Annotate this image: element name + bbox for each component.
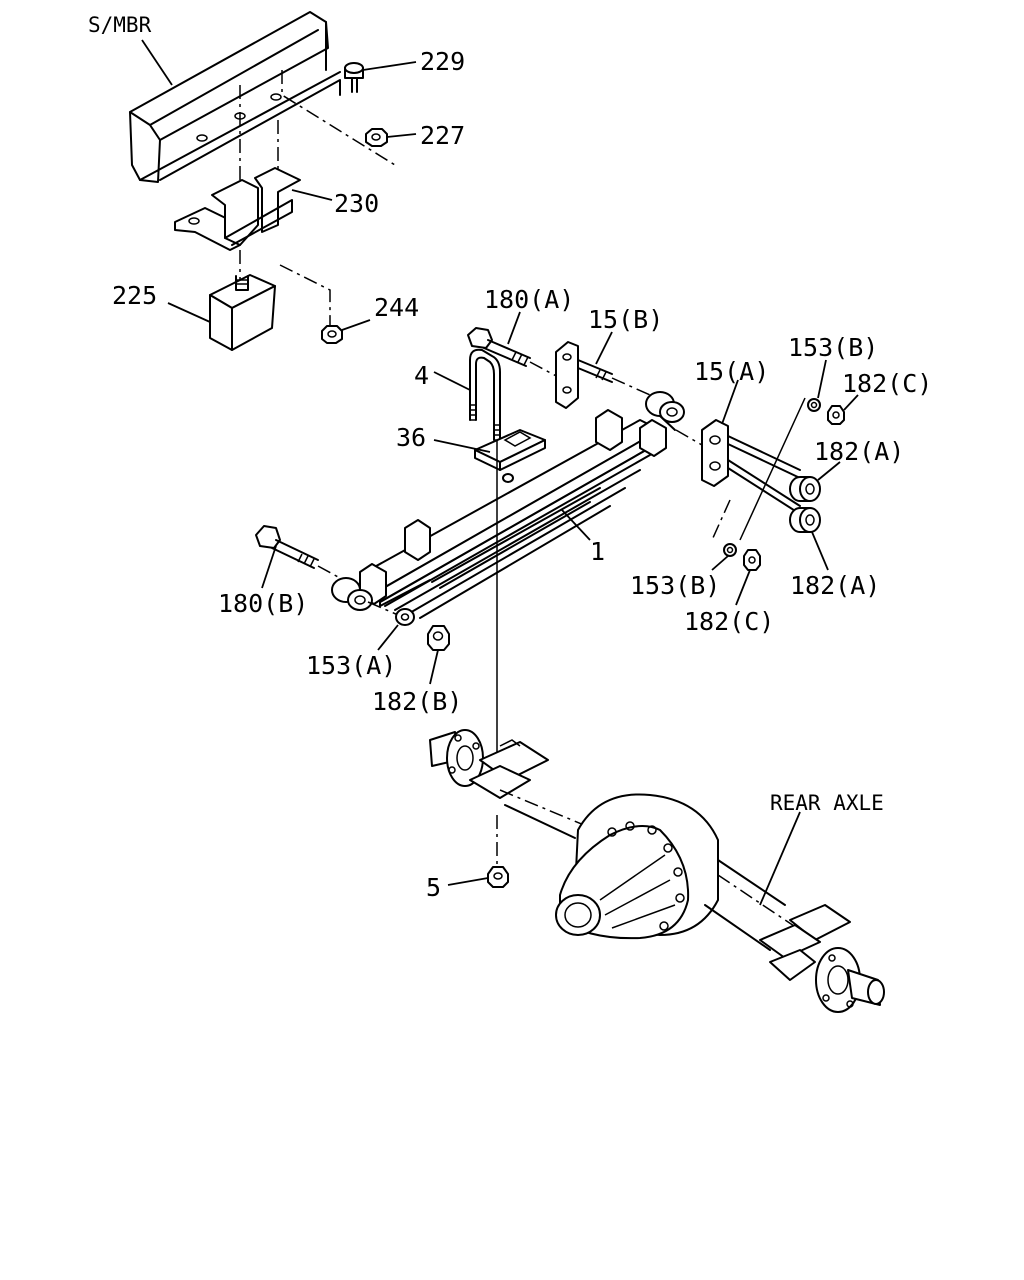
u-bolt-4 — [433, 348, 501, 441]
label-244: 244 — [374, 293, 419, 322]
bolt-180b — [255, 525, 341, 589]
washer-153b-bottom — [711, 543, 737, 571]
label-182a-bottom: 182(A) — [790, 571, 880, 600]
nut-182b — [427, 625, 450, 685]
label-4: 4 — [414, 361, 429, 390]
label-1: 1 — [590, 537, 605, 566]
leaf-spring-1 — [331, 391, 685, 619]
label-smbr: S/MBR — [88, 13, 152, 37]
label-15b: 15(B) — [588, 305, 663, 334]
label-15a: 15(A) — [694, 357, 769, 386]
label-182c-bottom: 182(C) — [684, 607, 774, 636]
washer-153a — [367, 601, 415, 651]
rear-axle — [429, 729, 885, 1013]
bracket-230 — [174, 167, 333, 251]
label-180a: 180(A) — [484, 285, 574, 314]
side-member — [129, 11, 341, 183]
bushing-182a-bottom — [789, 507, 829, 571]
label-182a-top: 182(A) — [814, 437, 904, 466]
label-36: 36 — [396, 423, 426, 452]
label-182c-top: 182(C) — [842, 369, 932, 398]
label-230: 230 — [334, 189, 379, 218]
nut-182c-bottom — [735, 549, 761, 606]
spacer-36 — [433, 429, 546, 483]
bolt-180a — [467, 311, 561, 379]
stopper-225 — [167, 274, 276, 351]
shackle-plate-15b — [555, 331, 651, 409]
nut-182c-top — [827, 394, 859, 425]
label-153b-bottom: 153(B) — [630, 571, 720, 600]
bushing-182a-top — [789, 461, 841, 502]
nut-227 — [365, 128, 417, 147]
washer-153b-top — [807, 359, 827, 412]
shackle-15a — [701, 379, 801, 515]
label-182b: 182(B) — [372, 687, 462, 716]
label-225: 225 — [112, 281, 157, 310]
label-153a: 153(A) — [306, 651, 396, 680]
bolt-229 — [344, 61, 417, 93]
label-153b-top: 153(B) — [788, 333, 878, 362]
nut-5 — [447, 815, 509, 888]
label-rear-axle: REAR AXLE — [770, 791, 884, 815]
label-227: 227 — [420, 121, 465, 150]
label-229: 229 — [420, 47, 465, 76]
label-180b: 180(B) — [218, 589, 308, 618]
label-5: 5 — [426, 873, 441, 902]
nut-244 — [321, 319, 371, 344]
